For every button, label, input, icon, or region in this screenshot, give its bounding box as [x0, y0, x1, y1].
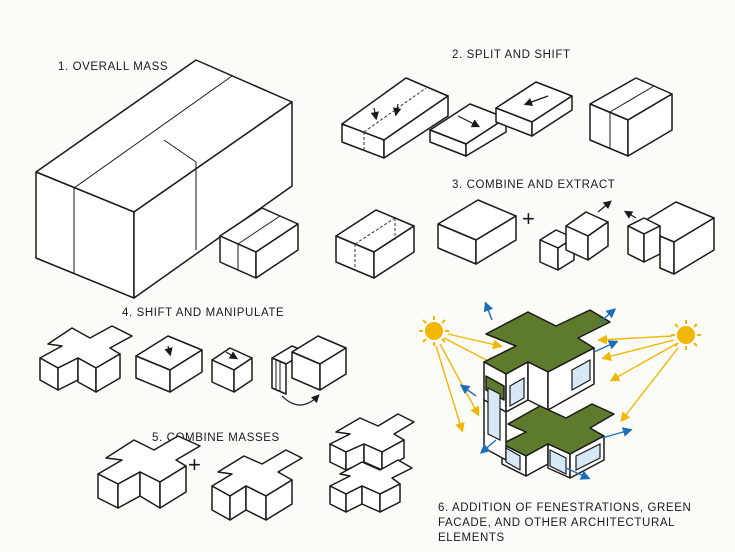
plus-sign: +: [188, 452, 201, 477]
plus-sign: +: [522, 206, 535, 231]
cross-shaped-block: [39, 325, 133, 393]
step-4-rotated-block: [271, 335, 347, 406]
split-block-small: [219, 207, 299, 279]
arrow-icon: [523, 95, 549, 106]
step-4-block-b: [211, 347, 253, 393]
step-5-mass-b: [211, 449, 303, 521]
arrow-icon: [370, 107, 379, 121]
arrow-icon: [225, 351, 239, 360]
step-5-mass-a: [97, 435, 201, 509]
window: [505, 446, 521, 472]
sun-rays: [435, 333, 679, 433]
step-6-label-line-2: FACADE, AND OTHER ARCHITECTURAL: [438, 517, 675, 529]
step-3-label: 3. COMBINE AND EXTRACT: [452, 179, 615, 191]
window: [487, 387, 501, 441]
sun-icon: [425, 322, 443, 340]
arrow-icon: [623, 210, 637, 219]
sun-icon: [677, 326, 695, 344]
wind-arrows: [459, 301, 633, 480]
step-6-label-line-1: 6. ADDITION OF FENESTRATIONS, GREEN: [438, 502, 691, 514]
overall-mass-block: [35, 59, 293, 299]
arrow-icon: [393, 103, 402, 117]
step-6-label-line-3: ELEMENTS: [438, 532, 505, 544]
arrow-icon: [164, 345, 173, 357]
window: [571, 358, 591, 392]
window: [549, 449, 567, 475]
arrow-icon: [597, 200, 612, 213]
arrow-icon: [457, 115, 481, 128]
step-2-label: 2. SPLIT AND SHIFT: [452, 49, 571, 61]
dashed-split-block: [335, 209, 415, 279]
step-3-base-block: [437, 199, 517, 265]
window: [509, 376, 525, 408]
rotate-arrow-icon: [281, 394, 320, 406]
sun-left: [419, 316, 449, 346]
step-3-result-block: [623, 201, 715, 275]
step-4-block-a: [135, 335, 203, 393]
sun-right: [671, 320, 701, 350]
step-2-result-block: [589, 77, 673, 157]
step-1-label: 1. OVERALL MASS: [58, 61, 168, 73]
final-building: [483, 309, 615, 479]
window: [575, 443, 601, 471]
step-2-shifted-blocks: [429, 81, 573, 157]
step-4-label: 4. SHIFT AND MANIPULATE: [122, 307, 284, 319]
step-2-long-block: [341, 77, 449, 159]
step-5-stacked-result: [329, 413, 415, 513]
step-3-split-blocks: [539, 200, 612, 271]
